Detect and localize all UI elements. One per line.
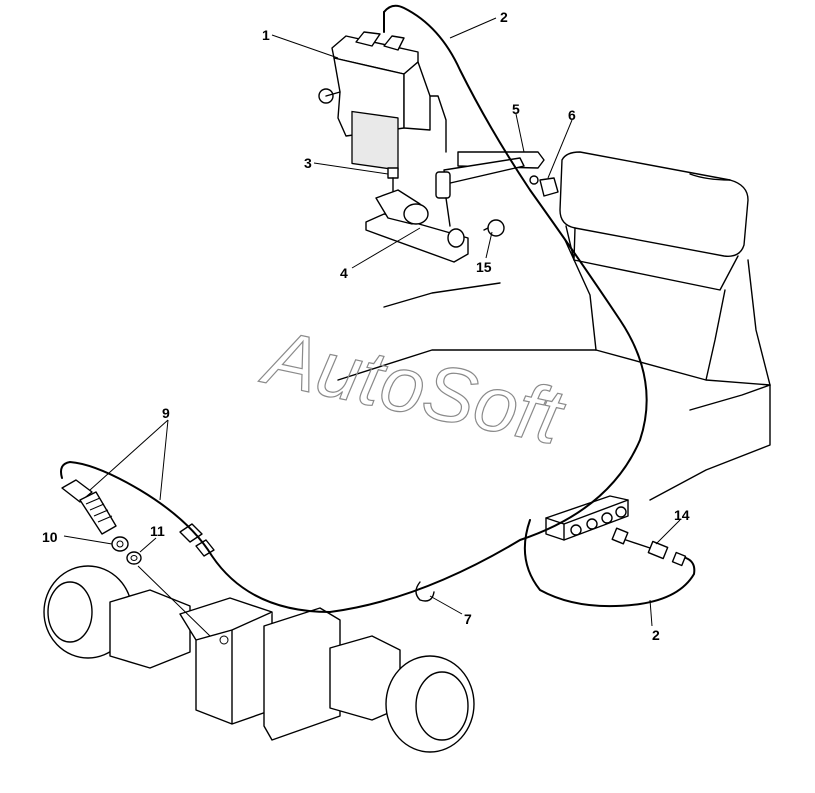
- leader-lines: [63, 17, 681, 637]
- control-box: [318, 31, 447, 171]
- callout-14: 14: [674, 507, 690, 523]
- callouts: 1 2 3 4 5 6 15 9 10 11 7 14 2: [42, 9, 690, 643]
- bolt: [387, 167, 399, 193]
- axle-assembly: [43, 565, 475, 753]
- cab-outline: [337, 239, 771, 501]
- seat-back: [559, 151, 749, 291]
- callout-5: 5: [512, 101, 520, 117]
- callout-4: 4: [340, 265, 348, 281]
- callout-6: 6: [568, 107, 576, 123]
- callout-2-top: 2: [500, 9, 508, 25]
- callout-2-bottom: 2: [652, 627, 660, 643]
- clamp: [529, 175, 559, 197]
- callout-10: 10: [42, 529, 58, 545]
- speed-sensor: [61, 479, 215, 557]
- callout-1: 1: [262, 27, 270, 43]
- washer: [126, 551, 142, 565]
- plug-connector: [611, 527, 687, 567]
- connector-block: [545, 495, 629, 541]
- callout-15: 15: [476, 259, 492, 275]
- nut: [111, 536, 129, 552]
- sensor-cable: [60, 4, 696, 614]
- callout-11: 11: [150, 523, 165, 539]
- callout-3: 3: [304, 155, 312, 171]
- callout-7: 7: [464, 611, 472, 627]
- callout-9: 9: [162, 405, 170, 421]
- watermark-upper: AutoSoft: [255, 312, 573, 462]
- knob: [483, 219, 505, 237]
- mounting-bracket: [365, 189, 469, 263]
- lever-arm: [435, 151, 545, 227]
